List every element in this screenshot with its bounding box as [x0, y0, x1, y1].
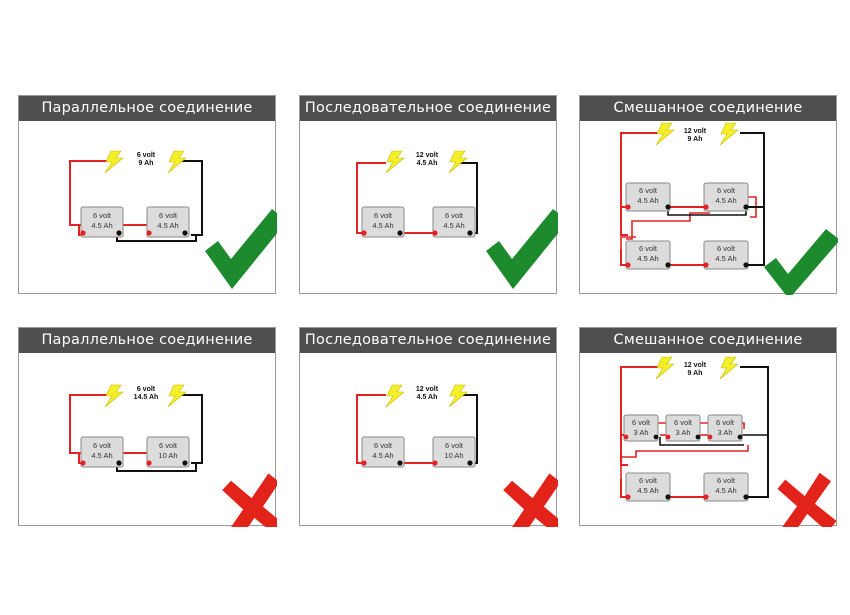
output-voltage: 6 volt [137, 386, 156, 393]
lightning-bolt-icon [167, 384, 187, 408]
lightning-bolt-icon [719, 356, 739, 380]
battery-voltage: 6 volt [93, 211, 112, 220]
battery: 6 volt 4.5 Ah [80, 206, 124, 238]
panel-series-wrong: Последовательное соединение 6 volt 4.5 A… [299, 327, 558, 527]
output-voltage: 12 volt [416, 386, 439, 393]
battery-voltage: 6 volt [159, 441, 178, 450]
check-mark-icon [486, 209, 558, 289]
battery-voltage: 6 volt [717, 476, 736, 485]
circuit-diagram: 6 volt 4.5 Ah 6 volt 10 Ah 12 volt 4.5 A… [356, 384, 558, 527]
panel-mixed-correct: Смешанное соединение 6 volt 4.5 Ah [579, 95, 838, 295]
panel-title: Параллельное соединение [19, 328, 275, 353]
panel-series-correct: Последовательное соединение 6 volt 4.5 A… [299, 95, 558, 294]
lightning-bolt-icon [448, 150, 468, 174]
panel-parallel-correct: Параллельное соединение 6 volt 4.5 Ah 6 … [18, 95, 277, 294]
lightning-bolt-icon [104, 150, 124, 174]
cross-mark-icon [503, 473, 558, 527]
battery-voltage: 6 volt [445, 441, 464, 450]
battery: 6 volt 3 Ah [623, 414, 659, 442]
lightning-bolt-icon [448, 384, 468, 408]
output-capacity: 14.5 Ah [134, 394, 159, 401]
battery: 6 volt 4.5 Ah [625, 472, 671, 502]
battery-voltage: 6 volt [716, 418, 735, 427]
circuit-diagram: 6 volt 4.5 Ah 6 volt 4.5 Ah 6 volt 4.5 A… [620, 122, 838, 295]
battery: 6 volt 10 Ah [432, 436, 476, 468]
lightning-bolt-icon [104, 384, 124, 408]
circuit-diagram: 6 volt 4.5 Ah 6 volt 10 Ah 6 volt 14.5 A… [69, 384, 277, 527]
battery-voltage: 6 volt [639, 476, 658, 485]
output-capacity: 9 Ah [139, 160, 154, 167]
battery-voltage: 6 volt [93, 441, 112, 450]
check-mark-icon [205, 209, 277, 289]
battery-voltage: 6 volt [639, 244, 658, 253]
output-voltage: 12 volt [684, 128, 707, 135]
battery: 6 volt 4.5 Ah [703, 240, 749, 270]
battery-voltage: 6 volt [374, 211, 393, 220]
panel-title: Смешанное соединение [580, 328, 836, 353]
lightning-bolt-icon [719, 122, 739, 146]
battery: 6 volt 4.5 Ah [146, 206, 190, 238]
output-voltage: 12 volt [416, 152, 439, 159]
battery: 6 volt 10 Ah [146, 436, 190, 468]
lightning-bolt-icon [655, 356, 675, 380]
battery-capacity: 4.5 Ah [637, 486, 658, 495]
battery: 6 volt 4.5 Ah [625, 240, 671, 270]
battery-capacity: 3 Ah [675, 428, 690, 437]
lightning-bolt-icon [655, 122, 675, 146]
lightning-bolt-icon [167, 150, 187, 174]
circuit-diagram: 6 volt 4.5 Ah 6 volt 4.5 Ah 6 volt 9 Ah [69, 150, 277, 289]
battery-capacity: 4.5 Ah [443, 221, 464, 230]
output-capacity: 4.5 Ah [417, 394, 438, 401]
battery: 6 volt 4.5 Ah [432, 206, 476, 238]
battery: 6 volt 4.5 Ah [625, 182, 671, 212]
battery-capacity: 4.5 Ah [91, 221, 112, 230]
battery-capacity: 4.5 Ah [372, 451, 393, 460]
battery: 6 volt 3 Ah [665, 414, 701, 442]
circuit-diagram: 6 volt 3 Ah 6 volt 3 Ah 6 volt 3 Ah 6 vo… [620, 356, 837, 527]
battery-capacity: 4.5 Ah [715, 254, 736, 263]
battery: 6 volt 4.5 Ah [80, 436, 124, 468]
battery-capacity: 10 Ah [444, 451, 463, 460]
battery-capacity: 4.5 Ah [91, 451, 112, 460]
output-capacity: 9 Ah [688, 370, 703, 377]
output-voltage: 12 volt [684, 362, 707, 369]
battery-voltage: 6 volt [674, 418, 693, 427]
lightning-bolt-icon [385, 384, 405, 408]
battery-capacity: 3 Ah [717, 428, 732, 437]
output-voltage: 6 volt [137, 152, 156, 159]
panel-title: Последовательное соединение [300, 96, 556, 121]
output-capacity: 4.5 Ah [417, 160, 438, 167]
battery: 6 volt 4.5 Ah [361, 206, 405, 238]
battery-capacity: 4.5 Ah [637, 254, 658, 263]
lightning-bolt-icon [385, 150, 405, 174]
circuit-diagram: 6 volt 4.5 Ah 6 volt 4.5 Ah 12 volt 4.5 … [356, 150, 558, 289]
battery-voltage: 6 volt [374, 441, 393, 450]
battery: 6 volt 3 Ah [707, 414, 743, 442]
battery-voltage: 6 volt [717, 244, 736, 253]
battery-capacity: 3 Ah [633, 428, 648, 437]
battery-voltage: 6 volt [639, 186, 658, 195]
panel-title: Смешанное соединение [580, 96, 836, 121]
panel-parallel-wrong: Параллельное соединение 6 volt 4.5 Ah 6 … [18, 327, 277, 527]
battery: 6 volt 4.5 Ah [703, 182, 749, 212]
output-capacity: 9 Ah [688, 136, 703, 143]
battery-capacity: 4.5 Ah [637, 196, 658, 205]
battery-capacity: 4.5 Ah [715, 486, 736, 495]
battery-voltage: 6 volt [632, 418, 651, 427]
battery-capacity: 4.5 Ah [157, 221, 178, 230]
battery: 6 volt 4.5 Ah [703, 472, 749, 502]
battery-voltage: 6 volt [159, 211, 178, 220]
panel-mixed-wrong: Смешанное соединение 6 volt 3 Ah 6 volt … [579, 327, 837, 527]
battery-capacity: 10 Ah [158, 451, 177, 460]
battery-capacity: 4.5 Ah [715, 196, 736, 205]
battery-capacity: 4.5 Ah [372, 221, 393, 230]
battery-voltage: 6 volt [717, 186, 736, 195]
cross-mark-icon [777, 472, 837, 527]
panel-title: Параллельное соединение [19, 96, 275, 121]
cross-mark-icon [222, 473, 277, 527]
check-mark-icon [764, 229, 838, 295]
battery: 6 volt 4.5 Ah [361, 436, 405, 468]
battery-voltage: 6 volt [445, 211, 464, 220]
panel-title: Последовательное соединение [300, 328, 556, 353]
